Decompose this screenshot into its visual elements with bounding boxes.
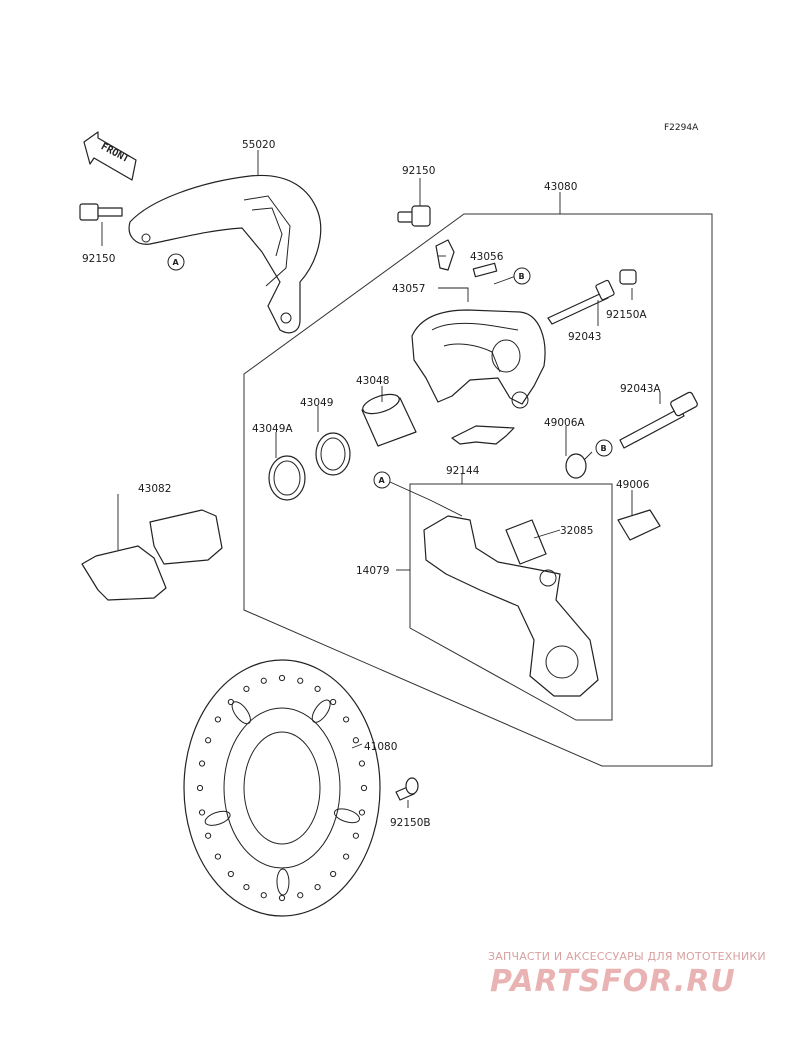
disc-hole xyxy=(198,809,206,816)
callout-b-1: B xyxy=(513,267,531,285)
label-43048: 43048 xyxy=(356,375,389,387)
boot-49006 xyxy=(617,509,661,541)
label-92150A: 92150A xyxy=(606,309,647,321)
label-41080: 41080 xyxy=(364,741,397,753)
callout-a-2: A xyxy=(373,471,391,489)
label-92144: 92144 xyxy=(446,465,480,477)
disc-hole xyxy=(297,892,304,899)
seal-43049A xyxy=(268,455,306,501)
watermark-logo: PARTSFOR.RU xyxy=(490,964,736,999)
disc-hole xyxy=(358,760,366,767)
label-43049A: 43049A xyxy=(252,423,293,435)
boot-49006A xyxy=(565,453,587,479)
disc-hole xyxy=(243,884,250,891)
pad-spring xyxy=(451,425,515,445)
disc-hole xyxy=(196,784,204,792)
svg-text:B: B xyxy=(601,444,607,453)
disc-hole xyxy=(278,894,286,902)
disc-hole xyxy=(297,677,304,684)
figure-code: F2294A xyxy=(664,123,699,133)
label-92150-left: 92150 xyxy=(82,253,115,265)
disc-hole xyxy=(358,809,366,816)
label-55020: 55020 xyxy=(242,139,275,151)
disc-hole xyxy=(205,832,212,839)
disc-slot xyxy=(311,699,331,723)
callout-a-1: A xyxy=(167,253,185,271)
bleed-valve-43056 xyxy=(435,239,455,271)
disc-hole xyxy=(360,784,368,792)
pin-92043A xyxy=(619,391,698,449)
disc-hole xyxy=(343,716,350,723)
disc-slot xyxy=(204,810,231,826)
watermark-tagline: ЗАПЧАСТИ И АКСЕССУАРЫ ДЛЯ МОТОТЕХНИКИ xyxy=(488,950,766,963)
svg-text:A: A xyxy=(173,258,180,267)
label-14079: 14079 xyxy=(356,565,389,577)
brake-pads-43082 xyxy=(81,509,223,601)
assembly-frame xyxy=(243,213,713,767)
label-92150-top: 92150 xyxy=(402,165,435,177)
disc-hole xyxy=(214,853,221,860)
label-43049: 43049 xyxy=(300,397,333,409)
bolt-92150-left xyxy=(79,203,123,221)
disc-hole xyxy=(214,716,221,723)
disc-hole xyxy=(278,674,286,682)
spring-32085 xyxy=(505,519,547,565)
holder-frame xyxy=(409,483,613,721)
bolt-92150B xyxy=(395,777,419,801)
disc-hole xyxy=(260,677,267,684)
piston-43048 xyxy=(361,393,417,447)
label-49006A: 49006A xyxy=(544,417,585,429)
disc-hole xyxy=(343,853,350,860)
leader-lines xyxy=(101,150,661,808)
label-43082: 43082 xyxy=(138,483,171,495)
disc-slot xyxy=(333,808,361,824)
label-49006: 49006 xyxy=(616,479,650,491)
pin-92043 xyxy=(547,279,615,325)
label-43080: 43080 xyxy=(544,181,577,193)
cap-43057 xyxy=(472,262,498,278)
cap-92150A xyxy=(619,269,637,285)
front-arrow-icon: FRONT xyxy=(83,131,137,181)
callout-b-2: B xyxy=(595,439,613,457)
disc-hole xyxy=(330,698,337,706)
disc-hole xyxy=(260,892,267,899)
caliper-body-43080 xyxy=(411,309,546,409)
disc-hole xyxy=(314,685,321,692)
disc-hole xyxy=(243,685,250,692)
caliper-bracket-55020 xyxy=(128,174,322,334)
caliper-holder-14079 xyxy=(423,515,599,697)
disc-hole xyxy=(198,760,206,767)
brake-disc-41080 xyxy=(183,659,381,917)
disc-hole xyxy=(352,832,359,839)
disc-hole xyxy=(227,870,234,878)
disc-vent-holes xyxy=(196,674,368,902)
svg-text:A: A xyxy=(379,476,386,485)
label-92150B: 92150B xyxy=(390,817,431,829)
disc-hole xyxy=(314,884,321,891)
disc-slot xyxy=(231,701,251,725)
label-32085: 32085 xyxy=(560,525,593,537)
label-92043A: 92043A xyxy=(620,383,661,395)
disc-slot xyxy=(276,868,290,896)
disc-hole xyxy=(205,737,212,744)
disc-hole xyxy=(330,870,337,878)
disc-hole xyxy=(352,737,359,744)
svg-text:B: B xyxy=(519,272,525,281)
label-92043: 92043 xyxy=(568,331,601,343)
label-43057: 43057 xyxy=(392,283,425,295)
bolt-92150-top xyxy=(397,205,431,227)
label-43056: 43056 xyxy=(470,251,504,263)
seal-43049 xyxy=(315,432,351,476)
